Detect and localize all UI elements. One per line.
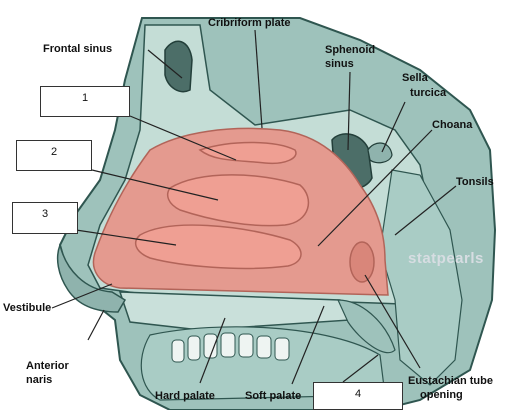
superior-turbinate xyxy=(198,141,297,165)
label-anterior-naris-line1: Anterior xyxy=(26,360,69,372)
label-sphenoid-sinus-line2: sinus xyxy=(325,58,354,70)
answer-box-4-number: 4 xyxy=(354,388,362,400)
label-anterior-naris-line2: naris xyxy=(26,374,53,386)
soft-palate-shape xyxy=(337,299,396,354)
nose-tip xyxy=(56,242,127,313)
answer-box-3[interactable]: 3 xyxy=(12,202,78,234)
answer-box-1-number: 1 xyxy=(81,92,89,104)
answer-box-3-number: 3 xyxy=(41,208,49,220)
label-sella-turcica-line1: Sella xyxy=(402,72,428,84)
leader-lines xyxy=(51,29,457,385)
label-soft-palate: Soft palate xyxy=(245,390,302,402)
label-cribriform-plate: Cribriform plate xyxy=(208,17,291,29)
label-hard-palate: Hard palate xyxy=(155,390,215,402)
answer-box-1[interactable]: 1 xyxy=(40,86,130,117)
answer-box-4[interactable]: 4 xyxy=(313,382,403,410)
label-sphenoid-sinus-line1: Sphenoid xyxy=(325,44,376,56)
label-choana: Choana xyxy=(432,119,473,131)
answer-box-2[interactable]: 2 xyxy=(16,140,92,171)
frontal-sinus-shape xyxy=(164,40,193,93)
hard-palate-shape xyxy=(118,291,352,331)
inferior-turbinate xyxy=(134,224,302,270)
label-tonsils: Tonsils xyxy=(456,176,494,188)
sella-turcica-shape xyxy=(367,142,393,164)
middle-turbinate xyxy=(167,174,310,227)
tongue xyxy=(140,326,386,401)
teeth xyxy=(171,332,290,363)
answer-box-2-number: 2 xyxy=(50,146,58,158)
label-eustachian-tube-line2: opening xyxy=(420,389,463,401)
eustachian-opening-shape xyxy=(349,241,375,283)
label-vestibule: Vestibule xyxy=(3,302,52,314)
label-frontal-sinus: Frontal sinus xyxy=(43,43,113,55)
label-sella-turcica-line2: turcica xyxy=(410,87,447,99)
watermark: statpearls xyxy=(408,250,484,267)
label-eustachian-tube-line1: Eustachian tube xyxy=(408,375,493,387)
